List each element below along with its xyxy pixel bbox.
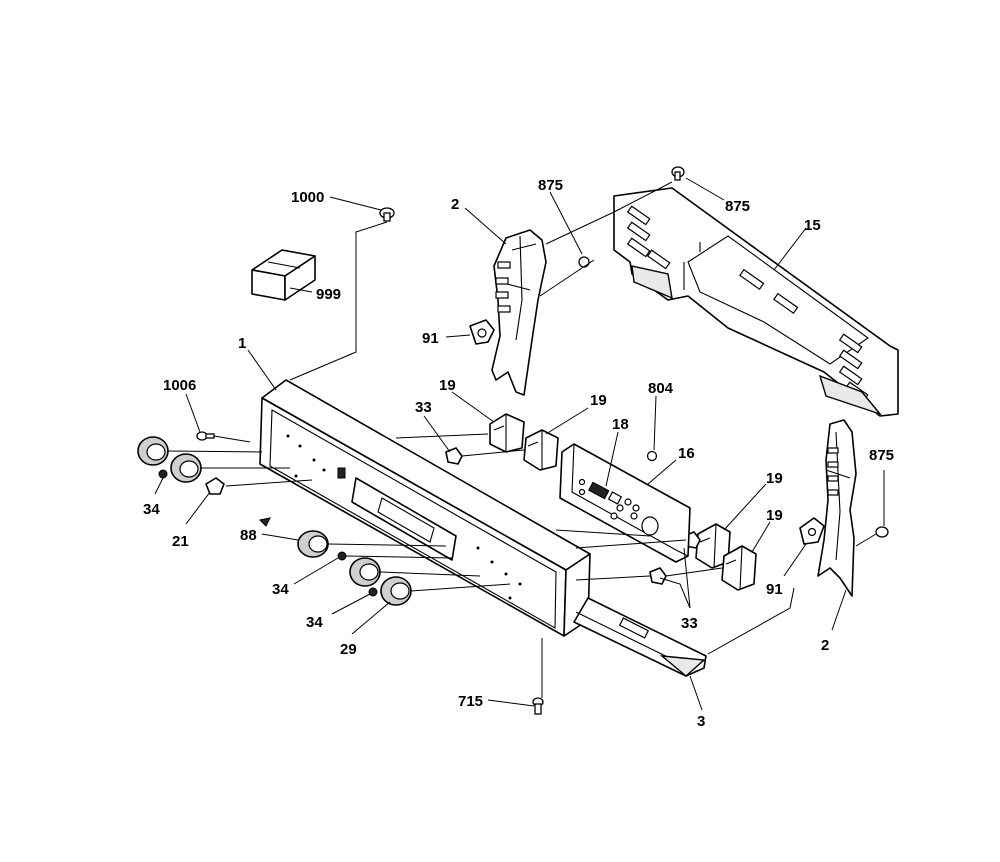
callout-875-top: 875	[538, 177, 563, 194]
part-nut-34-c	[368, 587, 378, 597]
part-screw-875-side	[875, 526, 889, 538]
part-control-board-16	[559, 443, 691, 563]
callout-19-d: 19	[766, 507, 783, 524]
part-screw-875-right	[671, 166, 685, 181]
callout-16: 16	[678, 445, 695, 462]
callout-labels: 1000 999 2 875 875 15 91 1 1006 19 19 33…	[143, 177, 894, 730]
callout-715: 715	[458, 693, 483, 710]
part-screw-1006	[196, 431, 215, 441]
part-rear-panel-15	[613, 187, 899, 417]
part-screw-875-top	[578, 256, 590, 268]
callout-34-b: 34	[272, 581, 289, 598]
callout-18: 18	[612, 416, 629, 433]
part-knob-left-a	[137, 436, 169, 466]
part-insert-21	[205, 477, 225, 495]
part-screw-804	[646, 450, 658, 462]
callout-34-a: 34	[143, 501, 160, 518]
callout-33-top: 33	[415, 399, 432, 416]
callout-2-right: 2	[821, 637, 829, 654]
part-nut-34-b	[337, 551, 347, 561]
part-knob-88	[297, 530, 329, 558]
part-knob-left-b	[170, 453, 202, 483]
callout-33-bottom: 33	[681, 615, 698, 632]
callout-34-c: 34	[306, 614, 323, 631]
callout-19-b: 19	[590, 392, 607, 409]
part-knob-29	[380, 576, 412, 606]
callout-15: 15	[804, 217, 821, 234]
callout-999: 999	[316, 286, 341, 303]
part-switch-19-a	[489, 413, 525, 453]
callout-91-left: 91	[422, 330, 439, 347]
part-end-bracket-right	[817, 419, 857, 597]
callout-1000: 1000	[291, 189, 324, 206]
callout-21: 21	[172, 533, 189, 550]
callout-29: 29	[340, 641, 357, 658]
callout-1006: 1006	[163, 377, 196, 394]
callout-19-c: 19	[766, 470, 783, 487]
part-box-999	[251, 249, 316, 301]
callout-91-right: 91	[766, 581, 783, 598]
callout-875-side: 875	[869, 447, 894, 464]
part-clip-91-right	[799, 517, 825, 545]
part-control-panel-1	[259, 379, 591, 637]
part-clip-33-bottom-a	[649, 567, 667, 585]
callout-88: 88	[240, 527, 257, 544]
callout-3: 3	[697, 713, 705, 730]
callout-19-a: 19	[439, 377, 456, 394]
part-screw-1000	[379, 207, 395, 222]
part-nut-34-a	[158, 469, 168, 479]
callout-2-top: 2	[451, 196, 459, 213]
part-knob-middle	[349, 557, 381, 587]
callout-leaders	[154, 177, 885, 711]
assembly-lines	[167, 181, 877, 698]
callout-1: 1	[238, 335, 246, 352]
part-switch-19-d	[721, 545, 757, 591]
callout-804: 804	[648, 380, 674, 397]
part-end-bracket-left	[491, 229, 547, 396]
arrow-marker	[258, 517, 271, 527]
part-clip-91-left	[469, 319, 495, 345]
callout-875-right: 875	[725, 198, 750, 215]
part-trim-strip-3	[573, 597, 707, 677]
part-switch-19-b	[523, 429, 559, 471]
part-screw-715	[532, 697, 544, 715]
